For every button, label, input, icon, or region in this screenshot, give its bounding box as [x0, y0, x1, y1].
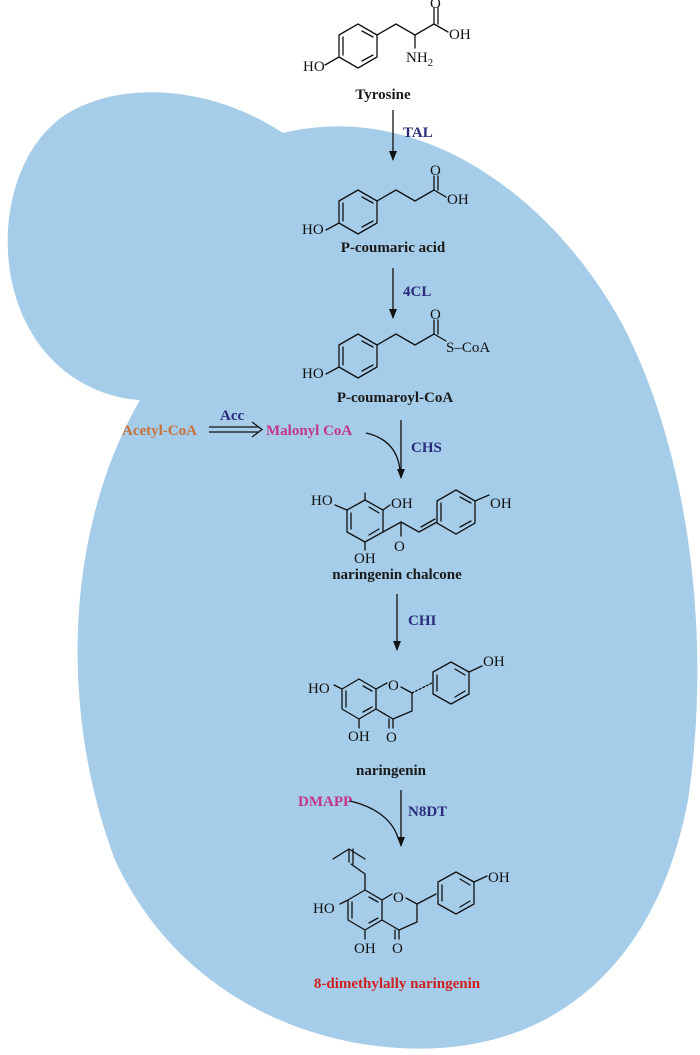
product-structure: HO OH O O OH: [313, 848, 510, 957]
p-coumaroyl-coa-structure: HO O S–CoA: [302, 307, 490, 382]
atom-label: S–CoA: [446, 340, 490, 356]
label-product: 8-dimethylally naringenin: [314, 976, 481, 992]
atom-label: OH: [348, 729, 370, 745]
enzyme-tal: TAL: [403, 125, 433, 141]
atom-label: O: [430, 163, 441, 179]
atom-label: OH: [490, 496, 512, 512]
atom-label: OH: [447, 192, 469, 208]
cofactor-dmapp: DMAPP: [298, 794, 352, 810]
atom-label: OH: [354, 941, 376, 957]
double-arrow-acc: [209, 421, 264, 438]
atom-label: OH: [449, 27, 471, 43]
enzyme-chs: CHS: [411, 440, 442, 456]
yeast-cell-shape: [7, 92, 698, 1049]
cofactor-malonyl-coa: Malonyl CoA: [266, 423, 352, 439]
enzyme-n8dt: N8DT: [408, 804, 447, 820]
enzyme-4cl: 4CL: [403, 284, 431, 300]
tyrosine-structure: HO O OH NH2: [303, 0, 471, 75]
atom-label: NH2: [406, 50, 433, 69]
naringenin-chalcone-structure: HO OH OH O OH: [311, 489, 512, 567]
atom-label: HO: [302, 366, 324, 382]
atom-label: O: [393, 890, 404, 906]
p-coumaric-acid-structure: HO O OH: [302, 163, 469, 238]
atom-label: OH: [391, 496, 413, 512]
atom-label: HO: [308, 681, 330, 697]
label-p-coumaric-acid: P-coumaric acid: [341, 240, 446, 256]
atom-label: O: [392, 941, 403, 957]
label-naringenin-chalcone: naringenin chalcone: [332, 567, 462, 583]
atom-label: OH: [483, 654, 505, 670]
curved-arrow-dmapp: [349, 800, 399, 839]
atom-label: O: [394, 539, 405, 555]
cofactor-acetyl-coa: Acetyl-CoA: [122, 423, 197, 439]
atom-label: O: [430, 0, 441, 12]
atom-label: HO: [302, 222, 324, 238]
enzyme-acc: Acc: [220, 408, 244, 424]
atom-label: O: [430, 307, 441, 323]
atom-label: OH: [488, 870, 510, 886]
atom-label: HO: [303, 59, 325, 75]
atom-label: HO: [311, 493, 333, 509]
atom-label: O: [388, 678, 399, 694]
label-naringenin: naringenin: [356, 763, 427, 779]
atom-label: O: [386, 730, 397, 746]
label-tyrosine: Tyrosine: [355, 87, 411, 103]
naringenin-structure: HO OH O O OH: [308, 654, 505, 746]
label-p-coumaroyl-coa: P-coumaroyl-CoA: [337, 390, 454, 406]
curved-arrow-malonyl: [365, 432, 401, 471]
enzyme-chi: CHI: [408, 613, 437, 629]
atom-label: OH: [354, 551, 376, 567]
atom-label: HO: [313, 901, 335, 917]
